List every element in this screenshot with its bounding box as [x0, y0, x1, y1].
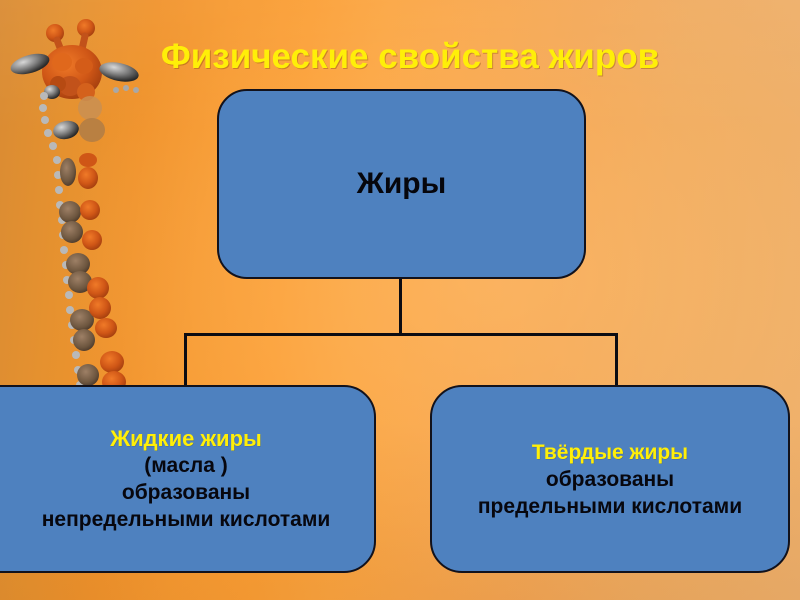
connector-crossbar	[184, 333, 618, 336]
node-solid-fats-text: Твёрдые жиры образованы предельными кисл…	[432, 439, 788, 520]
node-liquid-fats-text: Жидкие жиры (масла ) образованы непредел…	[0, 425, 374, 533]
connector-left-drop	[184, 333, 187, 387]
slide-title: Физические свойства жиров	[160, 37, 660, 76]
node-root-line-1: Жиры	[356, 167, 447, 200]
node-root-text: Жиры	[219, 167, 584, 201]
node-solid-fats-line-3: предельными кислотами	[477, 494, 743, 518]
node-solid-fats-line-1: Твёрдые жиры	[531, 440, 689, 464]
diagram-node-root[interactable]: Жиры	[217, 89, 586, 279]
node-liquid-fats-line-1: Жидкие жиры	[110, 426, 262, 451]
node-solid-fats-line-2: образованы	[545, 467, 675, 491]
node-liquid-fats-line-3: образованы	[121, 481, 251, 504]
diagram-node-solid-fats[interactable]: Твёрдые жиры образованы предельными кисл…	[430, 385, 790, 573]
connector-root-stem	[399, 276, 402, 336]
diagram-node-liquid-fats[interactable]: Жидкие жиры (масла ) образованы непредел…	[0, 385, 376, 573]
connector-right-drop	[615, 333, 618, 387]
node-liquid-fats-line-2: (масла )	[144, 454, 228, 477]
node-liquid-fats-line-4: непредельными кислотами	[41, 508, 331, 531]
